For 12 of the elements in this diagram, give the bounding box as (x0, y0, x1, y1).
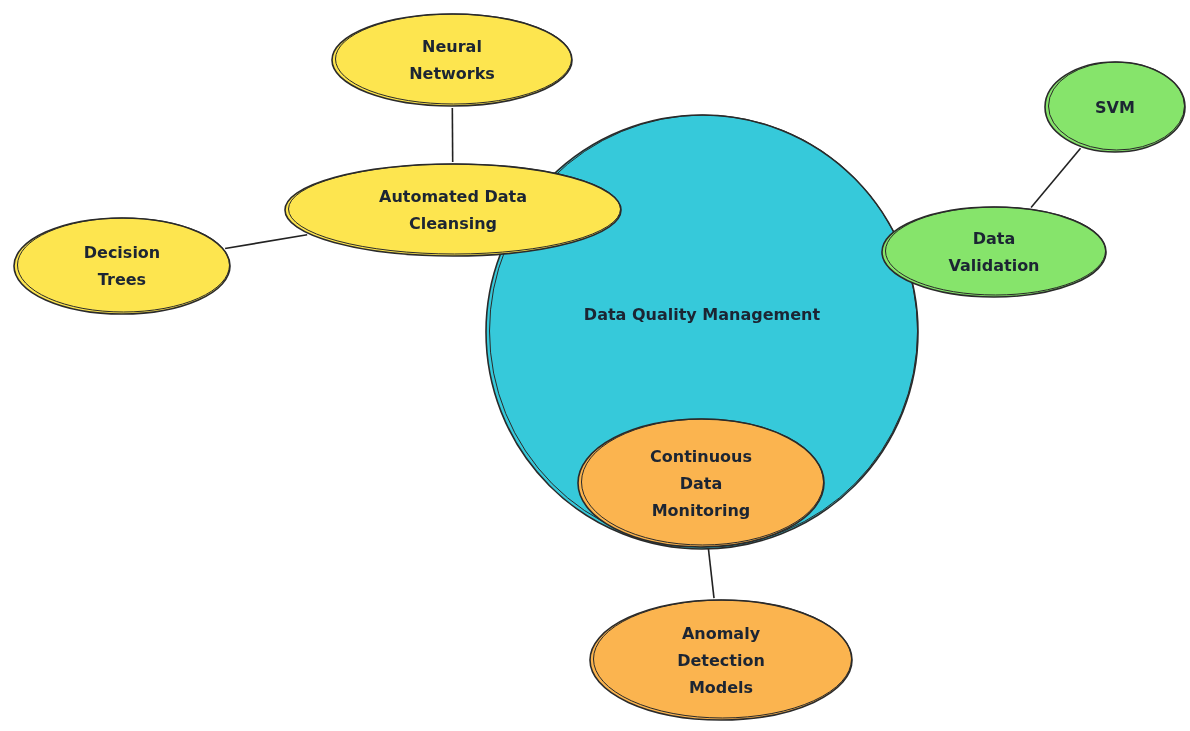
connector-line (1030, 147, 1082, 209)
node-label: SVM (1094, 96, 1136, 119)
node-label: Anomaly Detection Models (676, 622, 766, 699)
node-label: Decision Trees (82, 242, 162, 291)
node-label: Data Validation (947, 228, 1041, 277)
node-label: Data Quality Management (582, 303, 822, 326)
connector-line (224, 233, 308, 250)
node-label: Continuous Data Monitoring (649, 445, 753, 522)
node-label: Automated Data Cleansing (378, 186, 528, 235)
connector-line (707, 548, 715, 599)
connector-line (451, 107, 454, 163)
node-label: Neural Networks (408, 36, 496, 85)
